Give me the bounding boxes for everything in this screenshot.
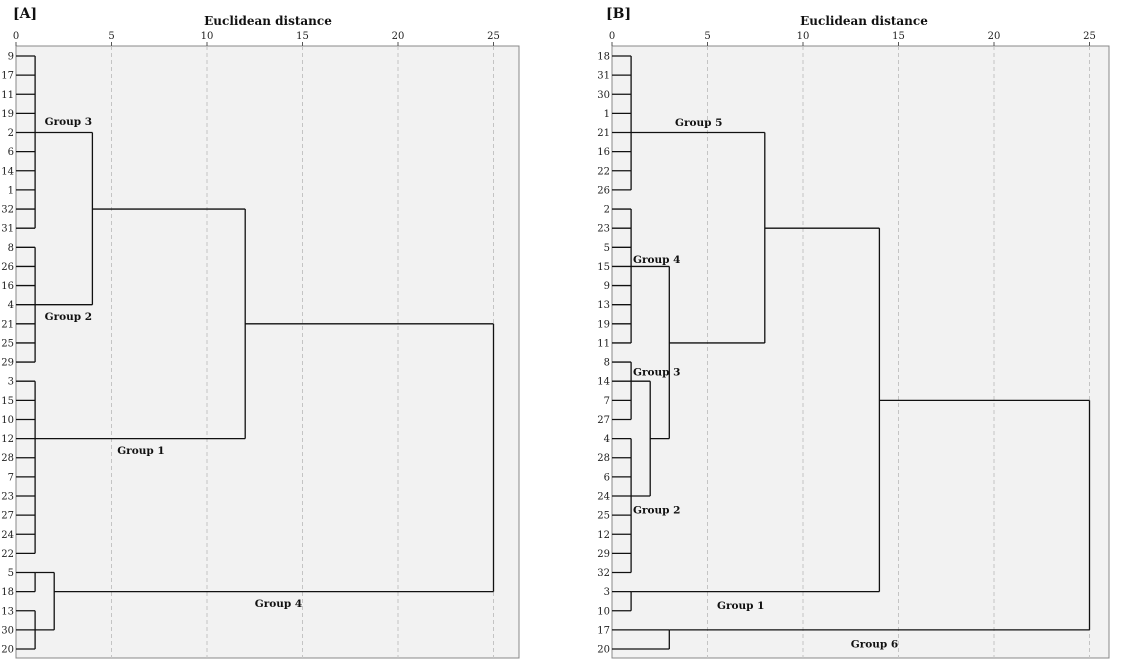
- panel-b-leaf-label: 7: [604, 396, 610, 407]
- panel-a-leaf-label: 7: [8, 472, 14, 483]
- panel-a-leaf-label: 9: [8, 52, 14, 63]
- panel-b-plot-area: [611, 45, 1110, 659]
- panel-a-group-label: Group 3: [45, 116, 92, 128]
- panel-a-axis-title: Euclidean distance: [204, 14, 332, 28]
- panel-a-group-label: Group 4: [255, 598, 302, 610]
- panel-b-tick-label: 0: [609, 31, 615, 42]
- panel-a-leaf-label: 16: [1, 281, 14, 292]
- panel-a-leaf-label: 13: [1, 606, 14, 617]
- panel-a-leaf-label: 30: [1, 625, 14, 636]
- panel-b-leaf-label: 32: [597, 568, 610, 579]
- panel-a-leaf-label: 10: [1, 415, 14, 426]
- panel-a-leaf-label: 6: [8, 147, 14, 158]
- panel-a-leaf-label: 2: [8, 128, 14, 139]
- panel-a-tick-label: 20: [392, 31, 405, 42]
- panel-b-leaf-label: 31: [597, 71, 610, 82]
- panel-a-leaf-label: 4: [8, 300, 14, 311]
- panel-b-leaf-label: 8: [604, 358, 610, 369]
- panel-b-leaf-label: 30: [597, 90, 610, 101]
- panel-a-plot-area: [15, 45, 520, 659]
- panel-b-leaf-label: 1: [604, 109, 610, 120]
- panel-a-leaf-label: 12: [1, 434, 14, 445]
- panel-b-leaf-label: 18: [597, 52, 610, 63]
- panel-a-leaf-label: 32: [1, 205, 14, 216]
- panel-b-leaf-label: 23: [597, 224, 610, 235]
- panel-b-leaf-label: 19: [597, 319, 610, 330]
- panel-a-leaf-label: 27: [1, 511, 14, 522]
- panel-a-tick-label: 10: [201, 31, 214, 42]
- panel-b-leaf-label: 9: [604, 281, 610, 292]
- panel-a-tick-label: 15: [296, 31, 309, 42]
- panel-b-leaf-label: 2: [604, 205, 610, 216]
- panel-b-group-label: Group 5: [675, 117, 722, 129]
- panel-b-group-label: Group 3: [633, 367, 680, 379]
- panel-a-leaf-label: 23: [1, 491, 14, 502]
- panel-b-leaf-label: 24: [597, 491, 610, 502]
- panel-b-leaf-label: 28: [597, 453, 610, 464]
- panel-a-leaf-label: 3: [8, 377, 14, 388]
- panel-a-leaf-label: 5: [8, 568, 14, 579]
- panel-b-leaf-label: 11: [597, 338, 610, 349]
- panel-a-leaf-label: 21: [1, 319, 14, 330]
- panel-a-leaf-label: 17: [1, 71, 14, 82]
- panel-b-leaf-label: 15: [597, 262, 610, 273]
- panel-b-tick-label: 15: [892, 31, 905, 42]
- panel-b-tick-label: 10: [797, 31, 810, 42]
- panel-b-leaf-label: 20: [597, 645, 610, 656]
- panel-a-leaf-label: 25: [1, 338, 14, 349]
- panel-b-tick-label: 25: [1083, 31, 1096, 42]
- panel-b-leaf-label: 3: [604, 587, 610, 598]
- panel-b-group-label: Group 4: [633, 254, 680, 266]
- panel-b-leaf-label: 21: [597, 128, 610, 139]
- panel-a-leaf-label: 29: [1, 358, 14, 369]
- panel-a-tick-label: 5: [108, 31, 114, 42]
- panel-b-leaf-label: 10: [597, 606, 610, 617]
- panel-a-leaf-label: 22: [1, 549, 14, 560]
- panel-b-leaf-label: 26: [597, 185, 610, 196]
- panel-b-leaf-label: 16: [597, 147, 610, 158]
- panel-a-leaf-label: 24: [1, 530, 14, 541]
- panel-a-tick-label: 25: [487, 31, 500, 42]
- panel-a-leaf-label: 11: [1, 90, 14, 101]
- panel-a-leaf-label: 26: [1, 262, 14, 273]
- panel-b-group-label: Group 2: [633, 504, 680, 516]
- panel-b-tick-label: 20: [988, 31, 1001, 42]
- panel-b-group-label: Group 1: [717, 600, 764, 612]
- panel-b-leaf-label: 4: [604, 434, 610, 445]
- panel-b-leaf-label: 27: [597, 415, 610, 426]
- panel-a-leaf-label: 28: [1, 453, 14, 464]
- panel-b-group-label: Group 6: [851, 638, 898, 650]
- panel-a-leaf-label: 19: [1, 109, 14, 120]
- panel-b-leaf-label: 5: [604, 243, 610, 254]
- panel-b-leaf-label: 6: [604, 472, 610, 483]
- panel-b-leaf-label: 17: [597, 625, 610, 636]
- panel-a-group-label: Group 1: [117, 445, 164, 457]
- panel-a-leaf-label: 8: [8, 243, 14, 254]
- panel-b-leaf-label: 14: [597, 377, 610, 388]
- panel-a-leaf-label: 15: [1, 396, 14, 407]
- panel-a-leaf-label: 14: [1, 166, 14, 177]
- panel-b-leaf-label: 22: [597, 166, 610, 177]
- panel-a-label: [A]: [13, 6, 38, 22]
- panel-a-leaf-label: 18: [1, 587, 14, 598]
- panel-b-axis-title: Euclidean distance: [800, 14, 928, 28]
- panel-b-leaf-label: 13: [597, 300, 610, 311]
- panel-b-label: [B]: [606, 6, 632, 22]
- panel-a-group-label: Group 2: [45, 311, 92, 323]
- panel-a-leaf-label: 20: [1, 645, 14, 656]
- panel-b-leaf-label: 29: [597, 549, 610, 560]
- panel-a-tick-label: 0: [13, 31, 19, 42]
- panel-b-leaf-label: 25: [597, 511, 610, 522]
- panel-a-leaf-label: 1: [8, 185, 14, 196]
- panel-b-tick-label: 5: [704, 31, 710, 42]
- panel-a-leaf-label: 31: [1, 224, 14, 235]
- panel-b-leaf-label: 12: [597, 530, 610, 541]
